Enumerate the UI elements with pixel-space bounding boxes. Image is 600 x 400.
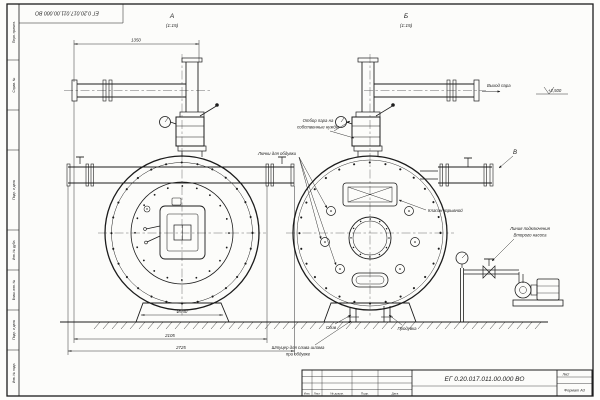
view-b-scale: (1:15) [400, 23, 413, 29]
title-sheet-label: Лист [563, 372, 570, 376]
dim-1350-text: 1350 [131, 38, 141, 43]
blowdown-text: Продувка [397, 326, 417, 331]
dim-2105: 2105 [73, 101, 268, 343]
label-own-needs: Отбор пара на собственные нужды [297, 118, 355, 139]
annotations: Выход пара +2,500 Отбор пара на собствен… [257, 83, 568, 357]
view-b-letter: Б [404, 13, 408, 20]
title-block: Изм. Лист № докум. Подп. Дата ЕГ 0.20.01… [301, 369, 593, 397]
bottom-hatch [351, 272, 389, 288]
own-needs-line2: собственные нужды [297, 125, 340, 130]
steam-valve-assembly-b [335, 57, 480, 157]
shell-front-b [292, 155, 448, 311]
label-pump-line: Линия подключения Второго насоса [491, 226, 551, 262]
label-blowdown: Продувка [388, 314, 417, 331]
elevation-text: +2,500 [548, 88, 562, 93]
rev-col-ndocum: № докум. [330, 391, 343, 395]
label-drain: Слив [326, 314, 352, 330]
rev-col-list: Лист [314, 391, 321, 395]
view-a-letter: А [169, 13, 174, 20]
strip-label-podp-data-1: Подп. и дата [12, 180, 16, 200]
pump-line-valve [482, 258, 496, 279]
strip-label-vzam-inv: Взам. инв. № [12, 279, 16, 300]
view-a-scale: (1:15) [166, 23, 179, 29]
own-needs-line1: Отбор пара на [303, 118, 334, 123]
hatches-text: Лючки для обдувки [257, 151, 297, 156]
feed-pump [512, 278, 564, 307]
strip-label-inv-dubl: Инв. № дубл. [12, 240, 16, 260]
steam-outlet-text: Выход пара [487, 83, 511, 88]
dim-2725-text: 2725 [175, 345, 186, 350]
boiler-view-b [286, 54, 494, 323]
blowdown-tube-b [420, 157, 494, 187]
inverted-doc-stamp: ЕГ 0.20.017.011.00.000 ВО [19, 4, 124, 24]
pump-line-text2: Второго насоса [513, 233, 547, 238]
door-bolt-ring [134, 185, 230, 281]
blowdown-tube-a [66, 156, 295, 187]
bolt-ring-a [110, 161, 254, 305]
label-explosion-valve: Клапан взрывной [398, 199, 463, 213]
drawing-frame: Перв. примен. Справ. № Подп. и дата Инв.… [6, 3, 594, 397]
sludge-text1: Штуцер для слива шлама [272, 345, 325, 350]
dim-940-text: Ø940 [176, 309, 188, 314]
drain-text: Слив [326, 325, 337, 330]
dimensions: 1350 Ø940 2105 2725 [67, 38, 295, 355]
view-labels: А (1:15) Б (1:15) В [166, 13, 517, 169]
explosion-valve-hatch [342, 182, 398, 207]
boiler-view-a [64, 54, 295, 323]
strip-label-podp-data-2: Подп. и дата [12, 320, 16, 340]
dim-2725: 2725 [67, 186, 295, 355]
label-hatches: Лючки для обдувки [257, 151, 337, 266]
dim-2105-text: 2105 [164, 333, 175, 338]
gauge-and-pump-unit [455, 251, 564, 322]
label-steam-outlet: Выход пара [482, 83, 511, 93]
bolt-ring-b [298, 161, 442, 305]
strip-label-inv-podl: Инв. № подл. [12, 363, 16, 384]
view-v-letter: В [513, 150, 517, 156]
ground-line [60, 321, 548, 330]
steam-valve-assembly-a [71, 57, 219, 157]
view-v-arrow [498, 155, 514, 169]
explosion-valve-text: Клапан взрывной [428, 208, 463, 213]
strip-label-perv-primen: Перв. примен. [12, 21, 16, 43]
dim-1350: 1350 [73, 38, 200, 82]
title-doc-number: ЕГ 0.20.017.011.00.000 ВО [445, 376, 525, 383]
rev-col-data: Дата [392, 391, 399, 395]
elevation-mark: +2,500 [536, 86, 568, 95]
label-sludge: Штуцер для слива шлама при обдувке [272, 320, 352, 357]
dim-940: Ø940 [140, 309, 224, 316]
pump-line-text1: Линия подключения [509, 226, 551, 231]
blowoff-hatches [320, 206, 420, 274]
format-label: Формат А3 [564, 389, 586, 393]
stamp-doc-number: ЕГ 0.20.017.011.00.000 ВО [35, 10, 99, 16]
furnace-door [143, 197, 206, 260]
rev-col-izm: Изм. [304, 391, 311, 395]
ground-hatching [93, 321, 542, 330]
strip-label-sprav: Справ. № [12, 77, 16, 92]
sludge-text2: при обдувке [286, 352, 311, 357]
burner-manhole [348, 216, 392, 260]
rev-col-podp: Подп. [361, 391, 369, 395]
